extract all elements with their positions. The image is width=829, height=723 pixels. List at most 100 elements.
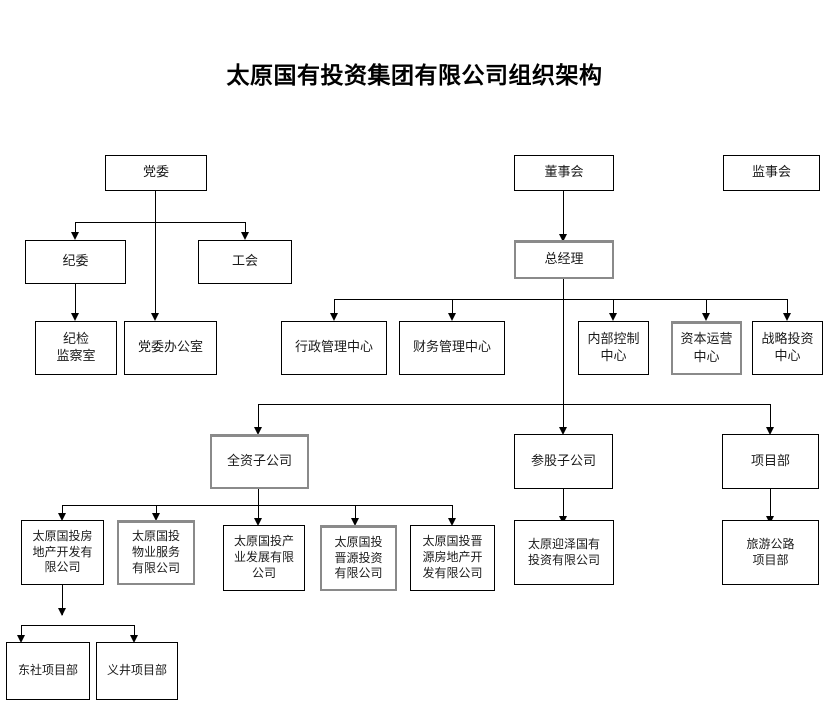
arrowhead-gm-to-wholly-owned — [254, 427, 262, 435]
node-label: 监事会 — [751, 165, 791, 181]
connector-wholly-owned-bus — [62, 505, 452, 506]
node-label: 党委 — [142, 165, 169, 181]
connector-gm-to-strategic — [787, 299, 788, 317]
page-title: 太原国有投资集团有限公司组织架构 — [226, 63, 603, 89]
node-property-service[interactable]: 太原国投 物业服务 有限公司 — [117, 520, 195, 585]
node-label: 内部控制 中心 — [587, 331, 640, 364]
node-tourism-highway-project[interactable]: 旅游公路 项目部 — [722, 520, 819, 585]
connector-wholly-to-industrial — [258, 505, 259, 521]
node-dongshe-project[interactable]: 东社项目部 — [6, 642, 90, 700]
arrowhead-wholly-to-property — [152, 513, 160, 521]
connector-wholly-to-real-estate — [62, 505, 63, 517]
node-project-department[interactable]: 项目部 — [722, 434, 819, 489]
connector-gm-to-wholly-owned — [258, 404, 259, 430]
node-label: 资本运营 中心 — [680, 332, 733, 365]
node-label: 太原国投 物业服务 有限公司 — [131, 529, 180, 575]
node-yijing-project[interactable]: 义井项目部 — [96, 642, 178, 700]
node-industrial-dev[interactable]: 太原国投产 业发展有限 公司 — [223, 525, 305, 591]
node-label: 财务管理中心 — [412, 340, 491, 356]
connector-gm-to-equity — [563, 404, 564, 430]
node-jinyuan-investment[interactable]: 太原国投 晋源投资 有限公司 — [320, 525, 397, 591]
node-capital-operation-center[interactable]: 资本运营 中心 — [671, 321, 742, 375]
node-equity-subsidiary[interactable]: 参股子公司 — [514, 434, 613, 489]
node-label: 项目部 — [750, 453, 790, 469]
node-finance-management-center[interactable]: 财务管理中心 — [399, 321, 505, 375]
node-board-of-supervisors[interactable]: 监事会 — [723, 155, 820, 191]
arrowhead-jiwei-to-inspection — [71, 313, 79, 321]
connector-gm-to-finance — [452, 299, 453, 317]
arrowhead-party-to-jiwei — [71, 232, 79, 240]
node-label: 太原国投产 业发展有限 公司 — [233, 534, 294, 580]
connector-to-dongshe — [21, 625, 22, 639]
node-label: 纪委 — [62, 254, 89, 270]
connector-project-to-tourism — [770, 489, 771, 521]
node-general-manager[interactable]: 总经理 — [514, 240, 614, 279]
node-party-committee[interactable]: 党委 — [105, 155, 207, 191]
connector-gm-to-internal-control — [613, 299, 614, 317]
connector-party-to-jiwei — [75, 222, 76, 236]
node-label: 太原国投晋 源房地产开 发有限公司 — [422, 534, 483, 580]
node-wholly-owned-subsidiary[interactable]: 全资子公司 — [210, 434, 309, 489]
connector-gm-to-project-dept — [770, 404, 771, 430]
node-label: 参股子公司 — [530, 453, 596, 469]
connector-jiwei-to-inspection — [75, 284, 76, 318]
connector-wholly-to-jinyuan-inv — [355, 505, 356, 521]
node-label: 纪检 监察室 — [56, 331, 96, 364]
node-label: 义井项目部 — [106, 663, 167, 678]
node-party-committee-office[interactable]: 党委办公室 — [124, 321, 217, 375]
connector-gm-stem — [563, 279, 564, 404]
connector-party-to-union — [245, 222, 246, 236]
connector-equity-to-yingze — [563, 489, 564, 521]
arrowhead-gm-to-equity — [559, 427, 567, 435]
node-label: 太原迎泽国有 投资有限公司 — [527, 536, 600, 567]
node-label: 工会 — [231, 254, 258, 270]
node-board-of-directors[interactable]: 董事会 — [514, 155, 614, 191]
arrowhead-real-estate-stem — [58, 608, 66, 616]
connector-gm-subsidiaries-bus — [258, 404, 770, 405]
node-internal-control-center[interactable]: 内部控制 中心 — [578, 321, 649, 375]
connector-gm-centers-bus — [334, 299, 787, 300]
connector-real-estate-bus — [21, 625, 134, 626]
arrowhead-gm-to-internal-control — [609, 313, 617, 321]
connector-gm-to-capital — [706, 299, 707, 317]
node-label: 总经理 — [544, 252, 584, 268]
node-discipline-inspection-office[interactable]: 纪检 监察室 — [35, 321, 117, 375]
node-label: 战略投资 中心 — [761, 331, 814, 364]
arrowhead-gm-to-strategic — [783, 313, 791, 321]
arrowhead-gm-to-admin — [330, 313, 338, 321]
node-labor-union[interactable]: 工会 — [198, 240, 292, 284]
arrowhead-wholly-to-jinyuan-re — [448, 518, 456, 526]
node-label: 旅游公路 项目部 — [746, 536, 795, 567]
node-label: 董事会 — [544, 165, 584, 181]
node-label: 太原国投 晋源投资 有限公司 — [334, 534, 383, 581]
connector-gm-to-admin — [334, 299, 335, 317]
arrowhead-to-yijing — [130, 635, 138, 643]
node-label: 党委办公室 — [137, 340, 203, 356]
arrowhead-wholly-to-real-estate — [58, 513, 66, 521]
node-real-estate-dev[interactable]: 太原国投房 地产开发有 限公司 — [21, 520, 104, 585]
connector-real-estate-stem — [62, 585, 63, 615]
arrowhead-party-to-union — [241, 232, 249, 240]
node-jinyuan-real-estate[interactable]: 太原国投晋 源房地产开 发有限公司 — [410, 525, 495, 591]
arrowhead-gm-to-project-dept — [766, 427, 774, 435]
node-discipline-committee[interactable]: 纪委 — [25, 240, 126, 284]
node-yingze-investment[interactable]: 太原迎泽国有 投资有限公司 — [514, 520, 614, 585]
arrowhead-gm-to-finance — [448, 313, 456, 321]
arrowhead-board-to-gm — [559, 234, 567, 242]
node-label: 太原国投房 地产开发有 限公司 — [32, 528, 93, 575]
node-admin-management-center[interactable]: 行政管理中心 — [281, 321, 387, 375]
arrowhead-wholly-to-jinyuan-inv — [351, 518, 359, 526]
arrowhead-to-dongshe — [17, 635, 25, 643]
connector-board-to-gm — [563, 190, 564, 240]
connector-wholly-to-jinyuan-re — [452, 505, 453, 521]
arrowhead-gm-to-capital — [702, 313, 710, 321]
arrowhead-party-to-office — [151, 313, 159, 321]
connector-party-to-office — [155, 190, 156, 318]
node-label: 东社项目部 — [17, 663, 78, 678]
connector-party-bus — [75, 222, 246, 223]
node-strategic-investment-center[interactable]: 战略投资 中心 — [752, 321, 823, 375]
connector-to-yijing — [134, 625, 135, 639]
node-label: 行政管理中心 — [294, 340, 373, 356]
connector-wholly-to-property — [156, 505, 157, 517]
